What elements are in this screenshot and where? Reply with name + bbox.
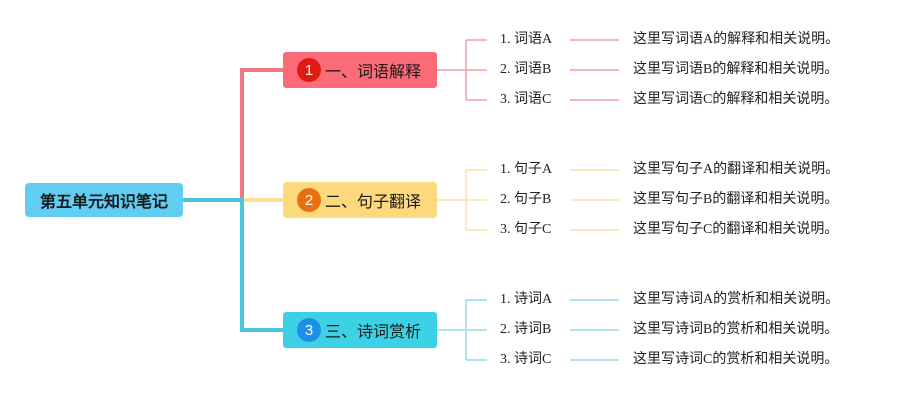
root-label: 第五单元知识笔记 [39,192,168,211]
term-2-3[interactable]: 3. 句子C [500,222,552,237]
topic-1-branches [437,39,619,101]
term-2-1[interactable]: 1. 句子A [500,162,553,177]
topic-2-branches [437,169,619,231]
desc-2-3[interactable]: 这里写句子C的翻译和相关说明。 [633,222,839,237]
desc-3-2[interactable]: 这里写诗词B的赏析和相关说明。 [633,322,839,337]
topic-3-branches [437,299,619,361]
root-to-topic-3-line [183,198,283,332]
topic-node-3[interactable]: 3 三、诗词赏析 [283,312,437,348]
term-3-3[interactable]: 3. 诗词C [500,352,552,367]
term-3-1[interactable]: 1. 诗词A [500,292,553,307]
term-1-1[interactable]: 1. 词语A [500,32,553,47]
number-badge-2: 2 [297,188,321,212]
desc-2-2[interactable]: 这里写句子B的翻译和相关说明。 [633,192,839,207]
topic-node-2[interactable]: 2 二、句子翻译 [283,182,437,218]
topic-label-3: 三、诗词赏析 [325,322,422,341]
desc-3-1[interactable]: 这里写诗词A的赏析和相关说明。 [633,292,840,307]
desc-1-1[interactable]: 这里写词语A的解释和相关说明。 [633,32,840,47]
root-to-topic-1-line [240,68,283,200]
topic-label-2: 二、句子翻译 [325,192,422,211]
desc-1-3[interactable]: 这里写词语C的解释和相关说明。 [633,92,839,107]
term-1-2[interactable]: 2. 词语B [500,62,552,77]
desc-1-2[interactable]: 这里写词语B的解释和相关说明。 [633,62,839,77]
desc-3-3[interactable]: 这里写诗词C的赏析和相关说明。 [633,352,839,367]
root-node[interactable]: 第五单元知识笔记 [25,183,183,217]
number-badge-3: 3 [297,318,321,342]
term-1-3[interactable]: 3. 词语C [500,92,552,107]
desc-2-1[interactable]: 这里写句子A的翻译和相关说明。 [633,162,840,177]
term-2-2[interactable]: 2. 句子B [500,192,552,207]
term-3-2[interactable]: 2. 诗词B [500,322,552,337]
number-badge-1: 1 [297,58,321,82]
topic-label-1: 一、词语解释 [325,62,422,81]
topic-node-1[interactable]: 1 一、词语解释 [283,52,437,88]
